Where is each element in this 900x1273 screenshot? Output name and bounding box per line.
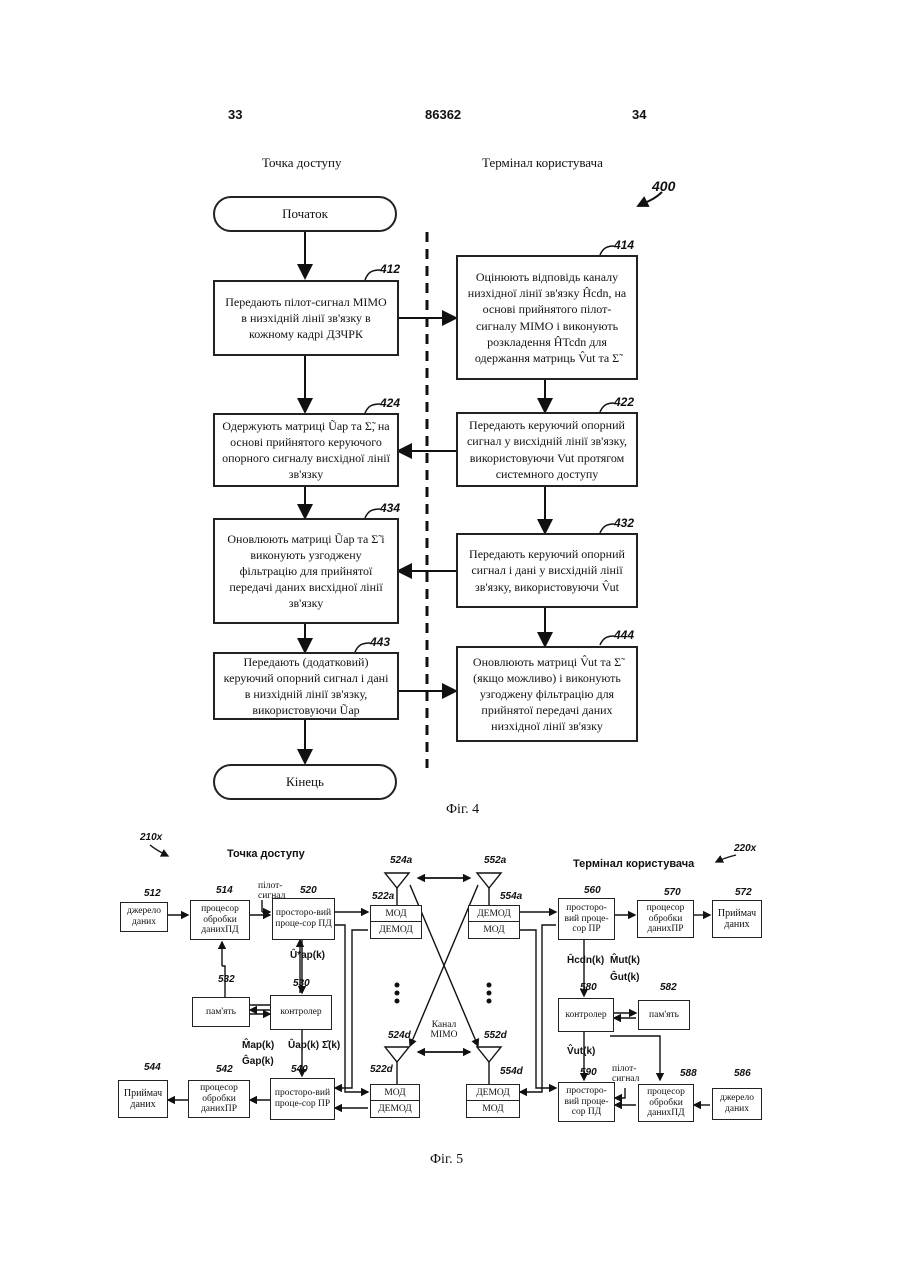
fig5-title-access-point: Точка доступу (227, 848, 305, 860)
signal-u-ap: Ûap(k) (288, 1040, 319, 1051)
signal-v-ut: V̂ut(k) (567, 1046, 595, 1057)
ref-524d: 524d (388, 1030, 411, 1041)
signal-h-cdn: Ĥcdn(k) (567, 955, 604, 966)
block-520: просторо-вий проце-сор ПД (272, 898, 335, 940)
block-540: просторо-вий проце-сор ПР (270, 1078, 335, 1120)
block-522a-demod: ДЕМОД (370, 921, 422, 939)
signal-sigma: Σ̂(k) (322, 1040, 340, 1051)
block-532-memory: пам'ять (192, 997, 250, 1027)
block-580-controller: контролер (558, 998, 614, 1032)
block-570: процесор обробки данихПР (637, 900, 694, 938)
signal-m-ap: M̂ap(k) (242, 1040, 274, 1051)
ref-580: 580 (580, 982, 597, 993)
ref-514: 514 (216, 885, 233, 896)
block-554a-mod: МОД (468, 921, 520, 939)
signal-u-ap-star: Û*ap(k) (290, 950, 325, 961)
ref-552a: 552a (484, 855, 506, 866)
ref-552d: 552d (484, 1030, 507, 1041)
signal-m-ut: M̂ut(k) (610, 955, 640, 966)
ref-586: 586 (734, 1068, 751, 1079)
ref-590: 590 (580, 1067, 597, 1078)
block-514: процесор обробки данихПД (190, 900, 250, 940)
ref-524a: 524a (390, 855, 412, 866)
ref-544: 544 (144, 1062, 161, 1073)
block-560: просторо-вий проце-сор ПР (558, 898, 615, 940)
pilot-label-ut: пілот-сигнал (612, 1064, 654, 1085)
ref-522a: 522a (372, 891, 394, 902)
ref-572: 572 (735, 887, 752, 898)
block-554d-mod: МОД (466, 1100, 520, 1118)
mimo-channel-label: Канал MIMO (425, 1020, 463, 1041)
ref-588: 588 (680, 1068, 697, 1079)
ref-554a: 554a (500, 891, 522, 902)
ref-542: 542 (216, 1064, 233, 1075)
ref-554d: 554d (500, 1066, 523, 1077)
ref-210x: 210x (140, 832, 162, 843)
ref-582: 582 (660, 982, 677, 993)
ref-570: 570 (664, 887, 681, 898)
block-590: просторо-вий проце-сор ПД (558, 1082, 615, 1122)
ref-220x: 220x (734, 843, 756, 854)
block-530-controller: контролер (270, 995, 332, 1030)
block-582-memory: пам'ять (638, 1000, 690, 1030)
ref-560: 560 (584, 885, 601, 896)
ref-520: 520 (300, 885, 317, 896)
block-586: джерело даних (712, 1088, 762, 1120)
fig5-title-user-terminal: Термінал користувача (573, 858, 694, 870)
ref-540: 540 (291, 1064, 308, 1075)
ref-532: 532 (218, 974, 235, 985)
signal-g-ut: Ĝut(k) (610, 972, 639, 983)
block-572: Приймач даних (712, 900, 762, 938)
signal-g-ap: Ĝap(k) (242, 1056, 274, 1067)
block-512: джерело даних (120, 902, 168, 932)
block-542: процесор обробки данихПР (188, 1080, 250, 1118)
ref-530: 530 (293, 978, 310, 989)
ref-512: 512 (144, 888, 161, 899)
ref-522d: 522d (370, 1064, 393, 1075)
block-544: Приймач даних (118, 1080, 168, 1118)
block-522d-demod: ДЕМОД (370, 1100, 420, 1118)
block-588: процесор обробки данихПД (638, 1084, 694, 1122)
caption-fig5: Фіг. 5 (430, 1152, 463, 1168)
